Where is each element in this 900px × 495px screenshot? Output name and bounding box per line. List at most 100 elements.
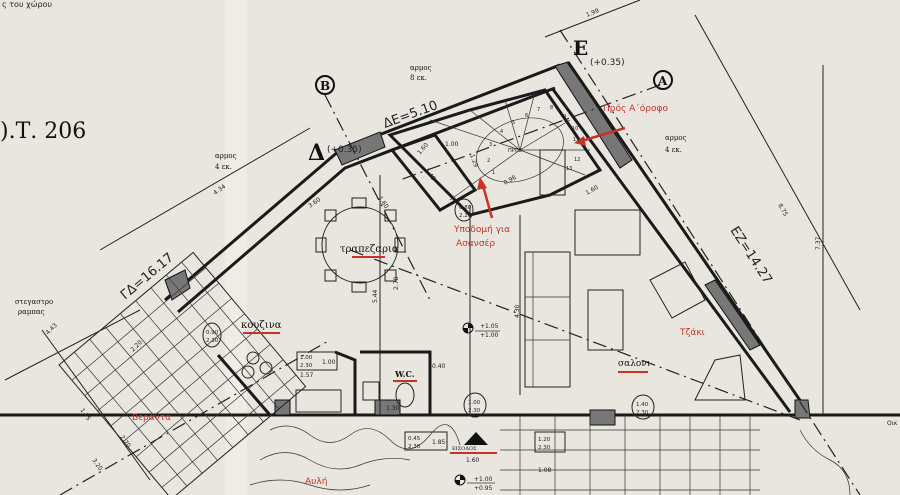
level-marker-icon [454, 322, 500, 486]
section-marker-a: A [653, 70, 673, 90]
step-number: 3 [489, 142, 492, 148]
dimension-label: 2.20 [129, 339, 144, 354]
door-width: 0.45 [408, 436, 421, 442]
door-width: 1.20 [538, 437, 551, 443]
dining-table [315, 197, 406, 293]
dimension-lines [4, 0, 861, 481]
dimension-label: 4.30 [514, 304, 521, 318]
annotation-fireplace: Τζάκι [679, 328, 705, 338]
step-number: 9 [563, 114, 566, 120]
label-underlines [243, 256, 648, 454]
door-height: 2.30 [538, 445, 551, 451]
point-e-level: (+0.35) [590, 58, 625, 68]
corner-note: ς του χώρου [2, 0, 52, 9]
door-width: 1.00 [300, 355, 313, 361]
door-height: 2.20 [459, 213, 472, 219]
stair-step-numbers: 1 2 3 4 5 6 7 8 9 10 11 12 13 ΠΡΟΣ [487, 105, 580, 176]
section-line-b [324, 94, 431, 301]
dimension-label: 1.00 [445, 141, 459, 148]
room-label-entrance: ΕΙΣΟΔΟΣ [452, 446, 477, 452]
setback-line [559, 29, 861, 495]
dimension-label: 3.20 [90, 457, 104, 472]
room-label-wc: W.C. [394, 369, 415, 379]
level-bottom: +1.00 [480, 332, 499, 339]
dimension-label: 1.29 [468, 153, 479, 168]
step-number: 11 [573, 137, 579, 143]
step-number: 2 [487, 158, 490, 164]
living-furniture [524, 209, 746, 401]
dimension-label: 1.60 [466, 457, 480, 464]
side-de-length: ΔΕ=5.10 [381, 98, 440, 132]
step-number: 1 [492, 170, 495, 176]
canopy-label: στεγαστρο [15, 298, 53, 306]
section-b-label: B [320, 79, 330, 93]
annotation-elevator-2: Ασανσέρ [456, 238, 495, 249]
dimension-label: 8.75 [776, 203, 789, 218]
room-label-living: σαλονι [618, 359, 651, 369]
door-tags [202, 198, 655, 453]
exterior-walls [164, 61, 811, 426]
level-bottom: +0.95 [474, 485, 493, 492]
dimension-label: 1.57 [300, 372, 314, 379]
dimension-label: 0.96 [503, 174, 518, 187]
step-number: 4 [500, 129, 503, 135]
dimension-label: 1.60 [416, 141, 430, 156]
point-e-label: Ε [573, 36, 588, 60]
stair-direction-note: ΠΡΟΣ [508, 148, 522, 154]
dimension-label: 0.40 [432, 363, 446, 370]
dimension-label: 4.34 [212, 183, 227, 197]
door-width: 0.90 [206, 330, 219, 336]
staircase [387, 88, 603, 217]
annotation-arrows [477, 126, 626, 219]
room-label-yard: Αυλή [305, 477, 327, 487]
section-a-label: A [657, 74, 668, 88]
canopy-label-2: ραμπας [18, 308, 45, 316]
joint-value: 4 εκ. [215, 163, 232, 171]
elevator-shaft [389, 133, 478, 212]
joint-label: αρμος [410, 64, 432, 72]
point-d-level: (+0.35) [327, 145, 362, 155]
dimension-label: 1.30 [386, 405, 400, 412]
diagonal-axis [349, 249, 801, 421]
step-number: 8 [550, 105, 553, 111]
veranda-axis [59, 339, 331, 495]
yard-paving [249, 415, 851, 495]
door-height: 2.30 [636, 410, 649, 416]
door-height: 2.30 [468, 408, 481, 414]
kitchen-fixtures [216, 351, 342, 416]
entrance-marker-icon [464, 432, 488, 445]
step-number: 10 [572, 126, 578, 132]
dimension-label: 1.00 [322, 359, 336, 366]
room-label-kitchen: κουζινα [241, 320, 282, 331]
dimension-label: 1.08 [538, 467, 552, 474]
dimension-label: 2.78 [393, 276, 400, 290]
door-height: 2.30 [300, 363, 313, 369]
annotation-elevator: Υποδομή για [453, 225, 510, 235]
dimension-label: 1.99 [585, 7, 600, 19]
dimension-label: 4.43 [44, 322, 59, 337]
joint-label: αρμος [665, 134, 687, 142]
dimension-label: 1.85 [432, 439, 446, 446]
room-label-dining: τραπεζαρια [340, 244, 399, 255]
level-labels: +1.05 +1.00 +1.00 +0.95 [474, 323, 499, 492]
wc-room [334, 350, 432, 415]
dimension-label: 5.44 [372, 289, 379, 303]
section-line-a [399, 84, 661, 181]
level-top: +1.05 [480, 323, 499, 330]
door-width: 1.00 [468, 400, 481, 406]
step-number: 12 [574, 157, 580, 163]
point-d-label: Δ [308, 140, 325, 166]
joint-value: 4 εκ. [665, 146, 682, 154]
annotation-upstairs: Πρός Α΄όροφο [603, 103, 668, 114]
level-top: +1.00 [474, 476, 493, 483]
veranda-tiles [58, 251, 307, 495]
door-tag-labels: 0.80 2.20 0.90 2.30 1.00 2.30 1.00 2.30 … [206, 205, 649, 451]
side-ez-length: ΕΖ=14.27 [727, 224, 775, 287]
door-width: 1.40 [636, 402, 649, 408]
joint-value: 8 εκ. [410, 74, 427, 82]
door-height: 2.30 [206, 338, 219, 344]
room-label-veranda: Βεράντα [132, 413, 171, 423]
block-number: ).Τ. 206 [0, 119, 86, 144]
door-height: 2.30 [408, 444, 421, 450]
